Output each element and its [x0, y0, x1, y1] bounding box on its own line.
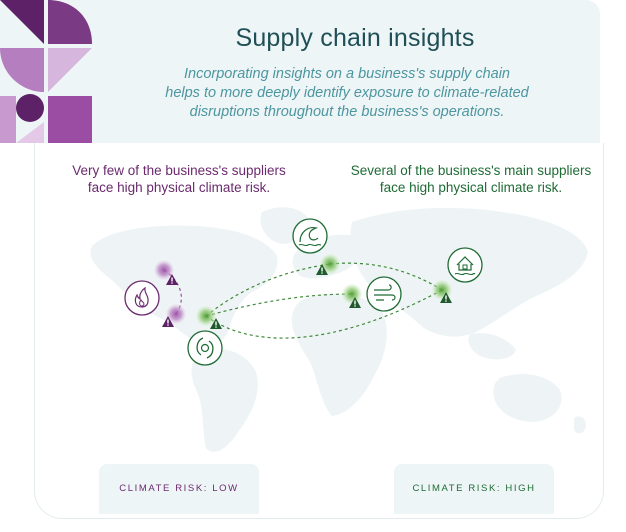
logo-shape-3 [0, 48, 44, 92]
flood-wave-icon [292, 218, 328, 254]
route-green-3 [205, 293, 353, 317]
supplier-markers [154, 254, 452, 326]
logo-shape-8 [16, 122, 44, 143]
map-north-america [90, 225, 278, 348]
logo-shape-2 [48, 0, 92, 44]
content-frame [34, 143, 604, 519]
route-green-1 [205, 263, 331, 317]
low-risk-heading-line-1: Very few of the business's suppliers [72, 163, 286, 178]
flooded-house-icon [447, 247, 483, 283]
warning-triangle-icon [440, 292, 452, 303]
warning-triangle-icon [166, 274, 178, 285]
supplier-marker-purple-1 [154, 260, 174, 280]
page-title: Supply chain insights [235, 24, 475, 52]
logo-shapes [0, 0, 92, 143]
supplier-marker-green-2 [320, 254, 340, 274]
subtitle-line-3: disruptions throughout the business's op… [189, 104, 505, 120]
logo-shape-4 [48, 48, 92, 92]
warning-triangle-icon [349, 297, 361, 308]
supplier-marker-green-3 [342, 284, 362, 304]
route-green-2 [329, 262, 443, 291]
world-map [90, 207, 588, 453]
map-australia [493, 374, 562, 422]
hurricane-icon [187, 330, 223, 366]
high-risk-heading: Several of the business's main suppliers… [336, 162, 606, 196]
supplier-marker-green-1 [196, 306, 216, 326]
header-band [0, 0, 600, 143]
logo-shape-7 [48, 96, 92, 143]
route-green-4 [205, 289, 443, 339]
subtitle-line-1: Incorporating insights on a business's s… [184, 66, 510, 82]
warning-triangle-icon [162, 316, 174, 327]
map-new-zealand [574, 416, 586, 434]
logo-shape-1 [0, 0, 44, 44]
subtitle-line-2: helps to more deeply identify exposure t… [165, 85, 529, 101]
warning-markers [162, 264, 452, 329]
climate-risk-low-card: CLIMATE RISK: LOW [99, 464, 259, 514]
low-risk-heading-line-2: face high physical climate risk. [87, 180, 271, 195]
supplier-marker-green-4 [432, 280, 452, 300]
wildfire-icon [124, 280, 160, 316]
warning-triangle-icon [316, 264, 328, 275]
supplier-marker-purple-2 [166, 304, 186, 324]
supply-routes [163, 262, 443, 339]
map-africa [291, 293, 387, 416]
warning-triangle-icon [210, 318, 222, 329]
map-southeast-asia [468, 332, 516, 360]
wind-icon [366, 276, 402, 312]
climate-risk-high-card: CLIMATE RISK: HIGH [394, 464, 554, 514]
map-south-america [191, 348, 258, 453]
page-subtitle: Incorporating insights on a business's s… [112, 65, 582, 122]
logo-shape-6 [0, 96, 16, 143]
high-risk-heading-line-2: face high physical climate risk. [379, 180, 563, 195]
logo-shape-5 [16, 94, 44, 122]
high-risk-heading-line-1: Several of the business's main suppliers [350, 163, 592, 178]
low-risk-heading: Very few of the business's suppliers fac… [42, 162, 316, 196]
